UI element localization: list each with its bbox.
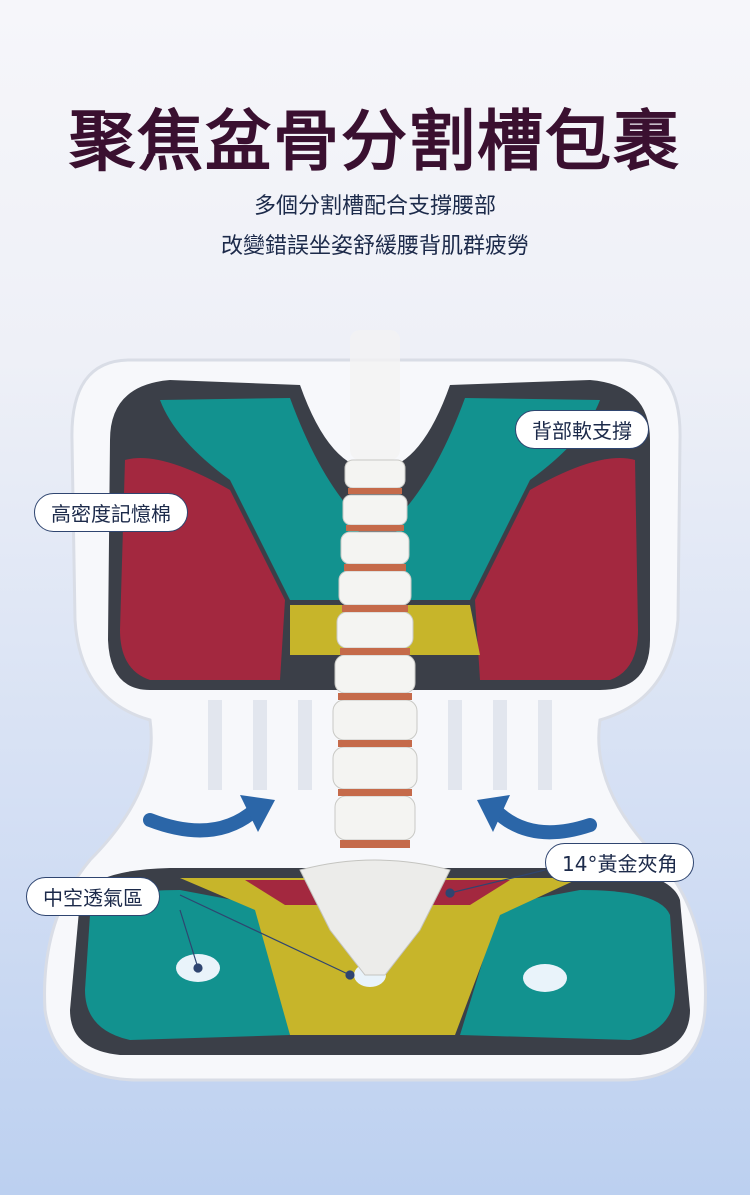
- vent-hole-right: [523, 964, 567, 992]
- red-back-pad-right: [475, 458, 638, 680]
- teal-seat-pad-right: [460, 890, 675, 1040]
- subtitle-line-2: 改變錯誤坐姿舒緩腰背肌群疲勞: [220, 234, 529, 259]
- arrow-right-icon: [488, 803, 597, 840]
- subtitle-line-1: 多個分割槽配合支撐腰部: [253, 194, 496, 219]
- spine-illustration: [299, 330, 451, 976]
- page-title: 聚焦盆骨分割槽包裹: [69, 103, 681, 180]
- arrow-left-icon: [143, 803, 262, 838]
- callout-ventilation: 中空透氣區: [26, 877, 160, 916]
- callout-golden-angle: 14°黃金夾角: [545, 843, 695, 882]
- callout-back-support: 背部軟支撐: [515, 410, 649, 449]
- callout-memory-foam: 高密度記憶棉: [34, 493, 188, 532]
- teal-back-pad-left: [160, 398, 360, 600]
